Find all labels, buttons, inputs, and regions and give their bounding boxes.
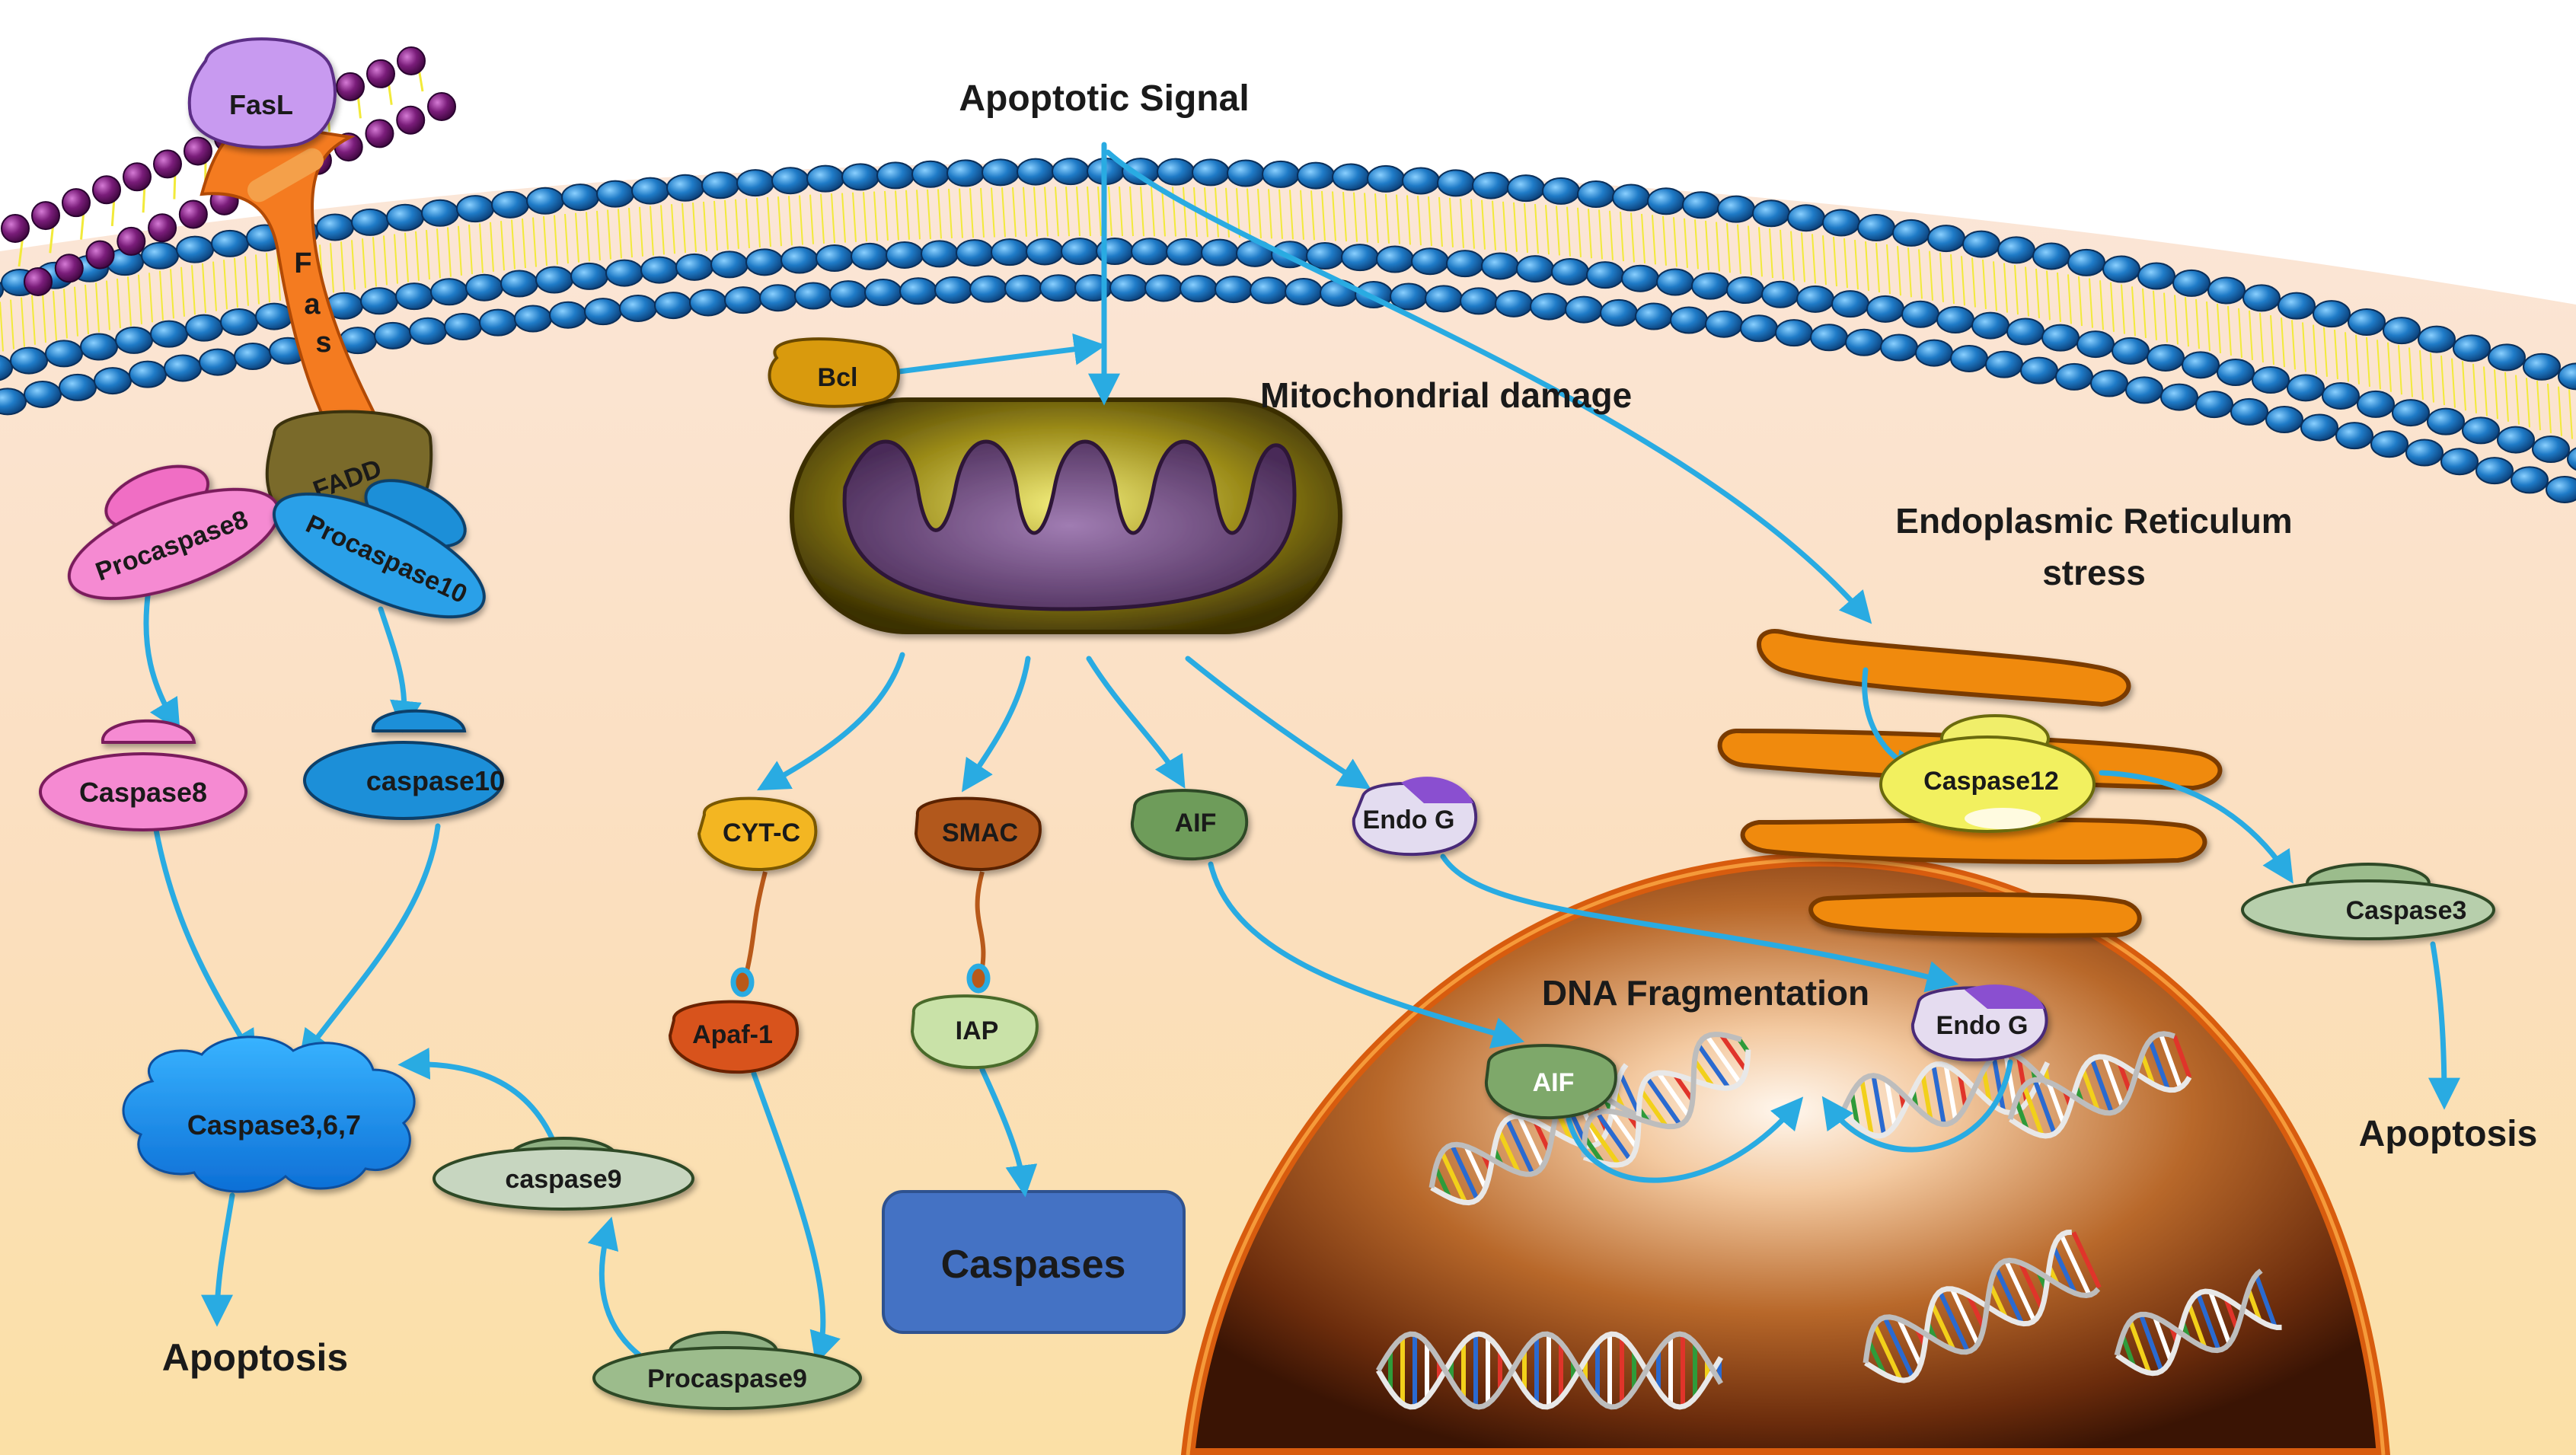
nucleus-aif-protein (1484, 1044, 1617, 1120)
connector-cytc-apaf1-knob (730, 967, 755, 997)
dna-helix (1863, 1229, 2102, 1383)
arrow-casp10-to-casp367 (298, 823, 441, 1063)
arrow-endog-dna-loop (1821, 1059, 2013, 1153)
caspase367-cloud (122, 1035, 416, 1193)
endog-protein (1352, 777, 1478, 857)
caspase8-protein (39, 719, 247, 831)
apoptotic-signal-title: Apoptotic Signal (959, 78, 1249, 119)
caspase3-label: Caspase3 (2346, 896, 2467, 925)
caspase12-label: Caspase12 (1923, 767, 2059, 796)
iap-label: IAP (956, 1016, 999, 1045)
procaspase9-label: Procaspase9 (647, 1364, 807, 1393)
nucleus-endog-label: Endo G (1936, 1011, 2029, 1040)
arrow-procasp8-to-casp8 (143, 587, 180, 732)
dna-helix (1581, 1032, 1751, 1168)
arrow-casp8-to-casp367 (153, 827, 257, 1063)
arrow-iap-to-caspases (979, 1067, 1038, 1198)
arrow-bcl-to-mito (884, 333, 1106, 376)
caspase12-protein (1879, 714, 2096, 833)
dna-helix (2007, 1031, 2192, 1139)
er-stress-label-line2: stress (2042, 553, 2146, 592)
bcl-protein (768, 337, 900, 408)
caspase8-label: Caspase8 (79, 777, 207, 808)
dna-strands (1375, 1031, 2282, 1410)
nucleus-endog-protein (1910, 984, 2048, 1062)
arrow-procasp9-to-casp9 (587, 1216, 643, 1358)
arrow-signal-to-er (1105, 149, 1872, 624)
dna-helix (1375, 1331, 1723, 1410)
smac-protein (914, 796, 1042, 872)
arrow-casp9-to-casp367 (397, 1047, 555, 1141)
caspases-label: Caspases (941, 1243, 1126, 1287)
aif-label: AIF (1175, 809, 1217, 838)
caspase9-label: caspase9 (505, 1165, 621, 1194)
arrow-aif-dna-loop (1566, 1096, 1804, 1183)
caspase9-protein (433, 1137, 694, 1211)
caspase3-protein (2241, 863, 2495, 940)
caspase10-label: caspase10 (366, 765, 505, 796)
fasl-label: FasL (229, 89, 293, 120)
arrow-mito-to-aif (1086, 656, 1186, 789)
arrow-caspase3-to-apoptosis (2428, 941, 2460, 1110)
cell-membrane (0, 158, 2576, 503)
smac-label: SMAC (942, 818, 1018, 847)
nucleus-aif-label: AIF (1533, 1068, 1575, 1097)
pathway-arrows (143, 142, 2460, 1365)
fas-letter-s: s (315, 327, 331, 359)
apaf1-protein (668, 1000, 800, 1074)
cytc-label: CYT-C (723, 818, 800, 847)
apoptosis-label-left: Apoptosis (162, 1336, 348, 1379)
bcl-label: Bcl (818, 363, 858, 392)
arrow-mito-to-cytc (757, 652, 905, 791)
mitochondrial-damage-label: Mitochondrial damage (1260, 375, 1632, 415)
endog-label: Endo G (1363, 806, 1455, 834)
er-stress-label-line1: Endoplasmic Reticulum (1895, 501, 2292, 541)
fasl-protein (187, 37, 337, 149)
procaspase10-protein (272, 479, 486, 619)
connector-smac-iap-knob (966, 963, 991, 994)
apoptosis-label-right: Apoptosis (2359, 1114, 2538, 1154)
arrow-apaf1-to-procasp9 (751, 1071, 841, 1365)
caspase367-label: Caspase3,6,7 (187, 1109, 361, 1141)
nucleus (1180, 853, 2391, 1455)
arrow-mito-to-smac (962, 656, 1031, 793)
aif-protein (1130, 789, 1249, 861)
arrow-mito-to-endog (1185, 656, 1371, 790)
dna-helix (2114, 1268, 2282, 1377)
mitochondrion (790, 397, 1342, 634)
fas-letter-f: F (294, 247, 311, 279)
arrow-aif-to-nucleus-aif (1208, 861, 1525, 1048)
fas-letter-a: a (304, 289, 321, 321)
procaspase9-protein (592, 1331, 862, 1410)
arrow-caspase12-to-caspase3 (2099, 770, 2294, 884)
arrow-endog-to-nucleus-endog (1440, 854, 1959, 993)
arrow-casp367-to-apoptosis (201, 1192, 235, 1327)
iap-protein (910, 994, 1039, 1070)
cytc-protein (697, 796, 818, 872)
caspase10-protein (303, 709, 504, 820)
apaf1-label: Apaf-1 (692, 1020, 773, 1049)
dna-fragmentation-label: DNA Fragmentation (1542, 973, 1869, 1013)
